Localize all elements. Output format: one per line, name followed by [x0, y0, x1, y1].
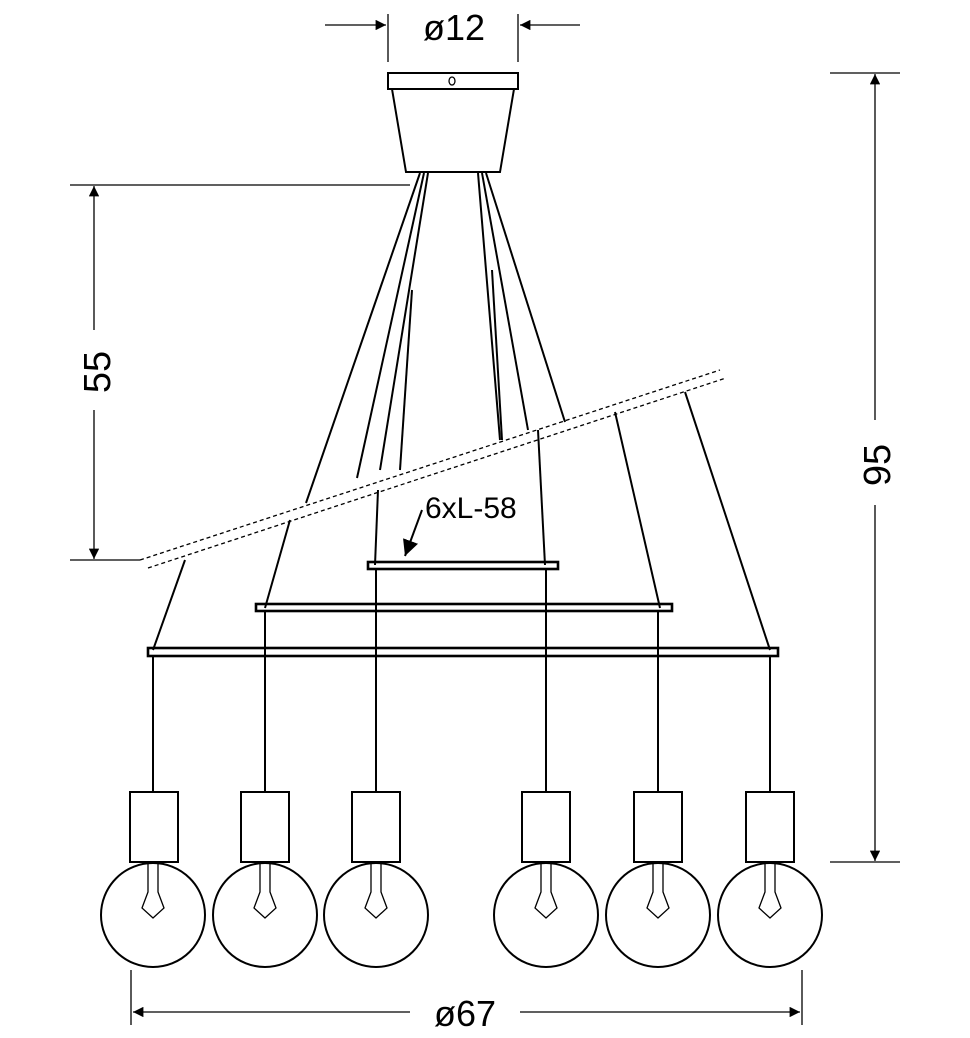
lamp	[717, 791, 823, 968]
canopy-diameter-label: ø12	[423, 7, 485, 48]
ring-bars	[146, 560, 780, 658]
ring-outer	[146, 646, 780, 658]
lamp	[323, 791, 429, 968]
cable-length-note: 6xL-58	[403, 492, 517, 557]
canopy-diameter-dimension: ø12	[325, 7, 580, 62]
lamp	[212, 791, 318, 968]
suspension-cables-upper	[305, 172, 566, 504]
upper-height-label: 55	[77, 351, 119, 393]
lamps	[100, 791, 823, 968]
cable-length-label: 6xL-58	[425, 492, 517, 525]
suspension-cables-lower	[152, 391, 771, 651]
canopy	[387, 72, 519, 173]
upper-height-dimension: 55	[70, 184, 410, 561]
cable-break-marks	[139, 369, 727, 569]
total-height-label: 95	[857, 444, 899, 486]
ring-inner	[366, 560, 560, 571]
lamp	[605, 791, 711, 968]
lamp	[100, 791, 206, 968]
ring-middle	[254, 602, 674, 613]
overall-diameter-label: ø67	[434, 993, 496, 1034]
drop-cords	[152, 569, 771, 792]
lamp	[493, 791, 599, 968]
overall-diameter-dimension: ø67	[130, 970, 803, 1034]
total-height-dimension: 95	[830, 72, 900, 863]
